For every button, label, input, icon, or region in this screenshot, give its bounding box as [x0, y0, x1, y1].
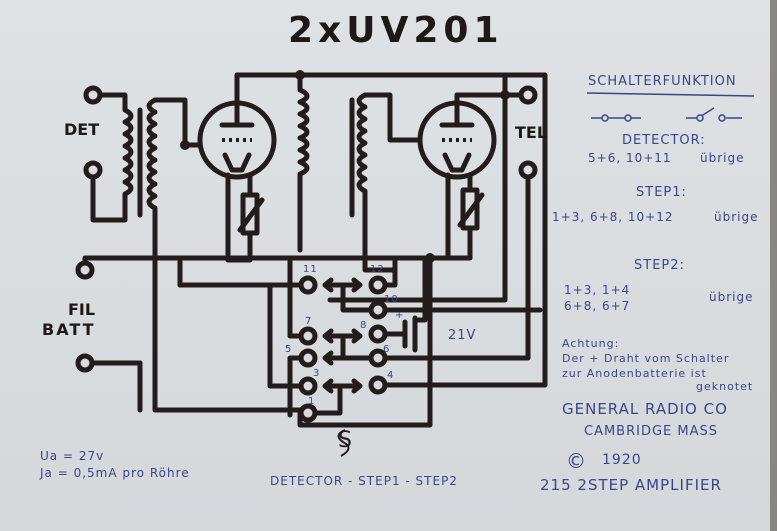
tel-terminals	[327, 85, 538, 361]
contact-6: 6	[383, 344, 391, 355]
step1-title: STEP1:	[636, 185, 687, 200]
contact-10: 10	[384, 294, 399, 305]
contact-12: 12	[370, 264, 385, 275]
step1-other: übrige	[714, 210, 759, 224]
detector-closed: 5+6, 10+11	[588, 151, 672, 165]
fil-batt-terminals	[75, 255, 301, 373]
contact-4: 4	[387, 370, 395, 381]
contact-1: 1	[308, 396, 316, 407]
contact-7: 7	[305, 316, 313, 327]
input-transformer	[83, 85, 303, 413]
vacuum-tube-1	[197, 70, 508, 263]
attention-line1: Der + Draht vom Schalter	[562, 352, 730, 365]
switch-positions-note: DETECTOR - STEP1 - STEP2	[270, 474, 458, 488]
det-label: DET	[64, 120, 100, 139]
switch-symbol-label: S	[338, 428, 352, 453]
model-designation: 215 2STEP AMPLIFIER	[540, 476, 722, 494]
interstage-transformer	[297, 72, 423, 273]
contact-11: 11	[303, 264, 318, 275]
battery-voltage-label: 21V	[448, 328, 477, 343]
step1-closed: 1+3, 6+8, 10+12	[552, 210, 674, 224]
attention-line2: zur Anodenbatterie ist	[562, 367, 707, 380]
copyright-symbol: ©	[566, 449, 587, 473]
step2-closed-line2: 6+8, 6+7	[564, 299, 631, 313]
batt-label: BATT	[42, 320, 96, 339]
switch-legend-symbols	[586, 92, 755, 122]
maker-city: CAMBRIDGE MASS	[584, 424, 719, 439]
detector-title: DETECTOR:	[622, 133, 706, 148]
maker-name: GENERAL RADIO CO	[562, 400, 728, 418]
page-title: 2xUV201	[288, 10, 504, 51]
plus-label: +	[395, 310, 405, 321]
vacuum-tube-2	[177, 90, 510, 263]
contact-3: 3	[313, 368, 321, 379]
anode-voltage-note: Ua = 27v	[40, 449, 105, 463]
paper-edge	[770, 0, 777, 531]
detector-other: übrige	[700, 151, 745, 165]
attention-title: Achtung:	[562, 337, 620, 350]
copyright-year: 1920	[602, 452, 642, 468]
step2-title: STEP2:	[634, 258, 685, 273]
attention-line3: geknotet	[696, 380, 754, 393]
contact-5: 5	[285, 344, 293, 355]
tel-label: TEL	[515, 123, 548, 142]
step2-closed-line1: 1+3, 1+4	[564, 283, 631, 297]
anode-current-note: Ja = 0,5mA pro Röhre	[40, 466, 190, 480]
legend-heading: SCHALTERFUNKTION	[588, 74, 737, 89]
fil-label: FIL	[68, 300, 96, 319]
step2-other: übrige	[709, 290, 754, 304]
contact-8: 8	[360, 320, 368, 331]
selector-switch	[137, 72, 548, 457]
